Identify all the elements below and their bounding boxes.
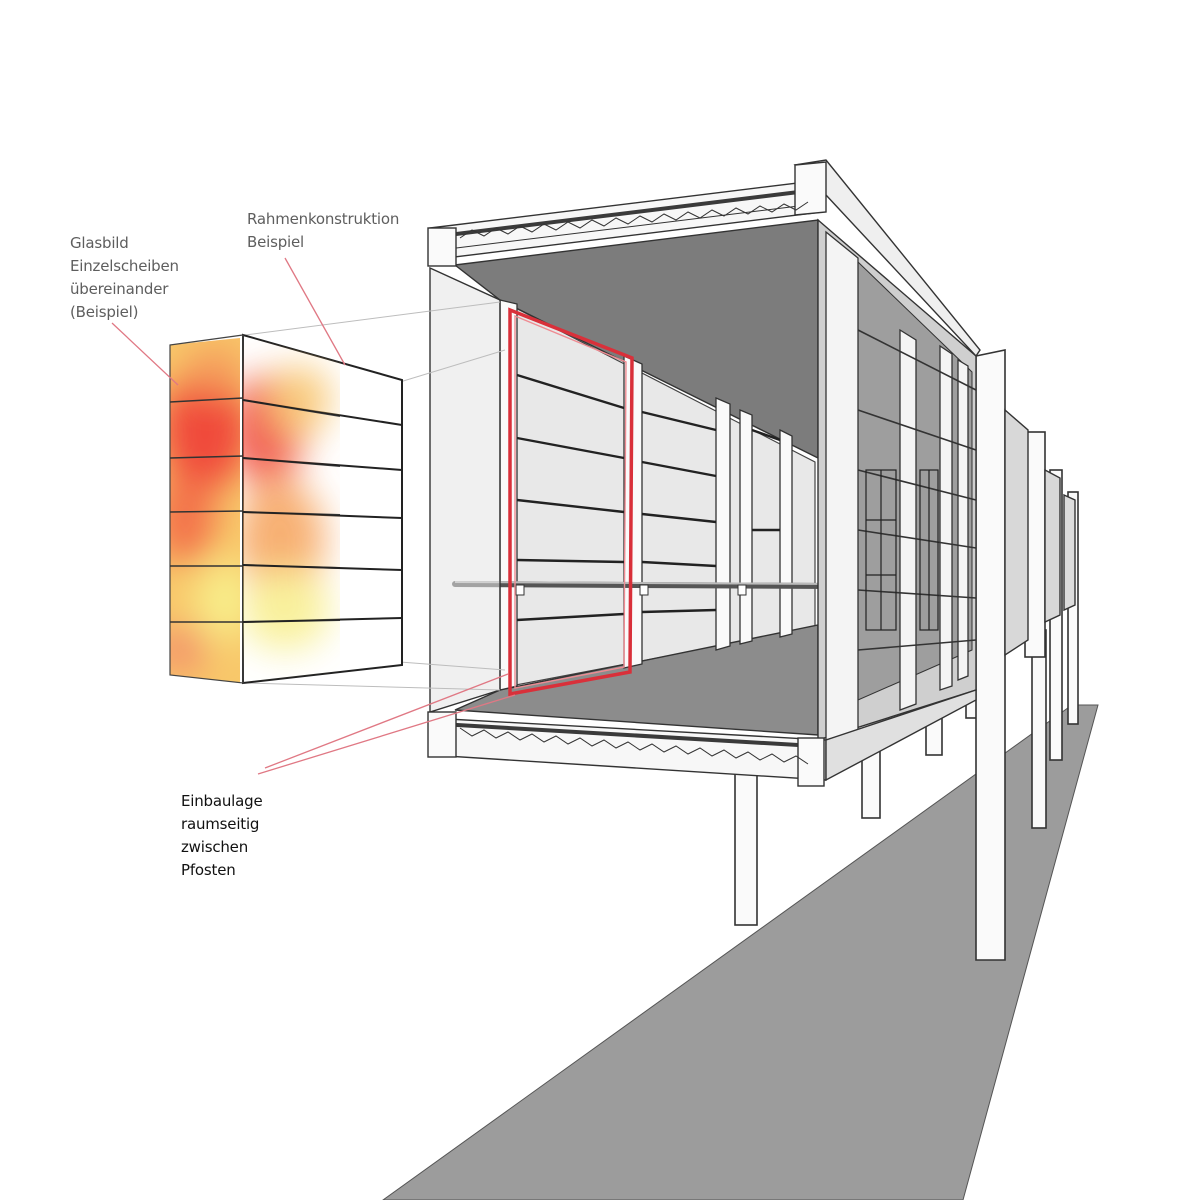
- distant-segments: [1004, 408, 1076, 657]
- side-facade-window-grid: [865, 469, 939, 631]
- installed-glass-image-highlight: [508, 307, 634, 697]
- leader-lines: [111, 257, 516, 775]
- exploded-glass-art: [169, 334, 244, 684]
- side-facade-frames: [825, 230, 969, 741]
- label-frame-construction: Rahmenkonstruktion Beispiel: [247, 210, 400, 251]
- bottom-truss-lattice: [459, 727, 809, 765]
- ground-walkway: [382, 704, 1099, 1200]
- front-glass-pane: [429, 266, 501, 713]
- top-truss-beam: [427, 161, 827, 267]
- top-truss-lattice: [459, 201, 809, 239]
- bottom-truss-beam: [427, 689, 977, 787]
- projection-lines: [244, 301, 506, 691]
- side-facade-transoms: [857, 329, 977, 651]
- label-glass-image: Glasbild Einzelscheiben übereinander (Be…: [70, 234, 179, 321]
- frame-art-overlay: [242, 365, 341, 650]
- back-wall-transoms: [516, 373, 781, 622]
- handrail: [452, 581, 835, 596]
- label-installation-position: Einbaulage raumseitig zwischen Pfosten: [181, 792, 263, 879]
